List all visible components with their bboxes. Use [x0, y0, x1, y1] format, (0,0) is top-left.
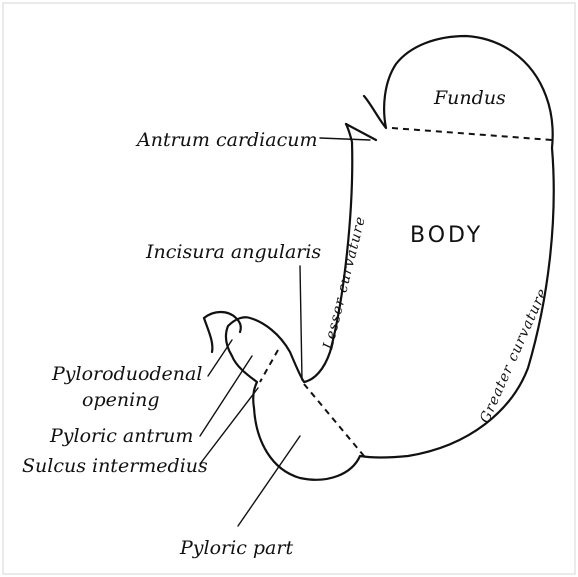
label-sulcus-intermedius: Sulcus intermedius — [22, 455, 208, 477]
label-fundus: Fundus — [433, 87, 506, 109]
pyloric-part-leader — [238, 436, 300, 526]
label-greater-curvature: Greater curvature — [477, 286, 551, 426]
label-pyloroduodenal: Pyloroduodenal — [51, 363, 202, 385]
pyloroduodenal-line — [260, 350, 278, 382]
duodenum-stub — [204, 318, 212, 352]
label-pyloric-part: Pyloric part — [179, 537, 293, 559]
sulcus-intermedius-leader — [200, 388, 258, 464]
label-antrum-cardiacum: Antrum cardiacum — [135, 129, 317, 151]
label-incisura-angularis: Incisura angularis — [145, 241, 321, 263]
label-pyloric-antrum: Pyloric antrum — [49, 425, 193, 447]
antrum-cardiacum-leader — [320, 138, 370, 140]
pyloric-boundary-line — [304, 384, 364, 456]
incisura-angularis-leader — [300, 266, 302, 380]
fundus-boundary-line — [392, 128, 552, 140]
label-body: BODY — [410, 223, 483, 248]
label-opening: opening — [82, 389, 160, 411]
label-lesser-curvature: Lesser curvature — [320, 214, 369, 352]
pyloric-antrum-leader — [200, 356, 252, 436]
pylorus-outline — [204, 312, 241, 332]
